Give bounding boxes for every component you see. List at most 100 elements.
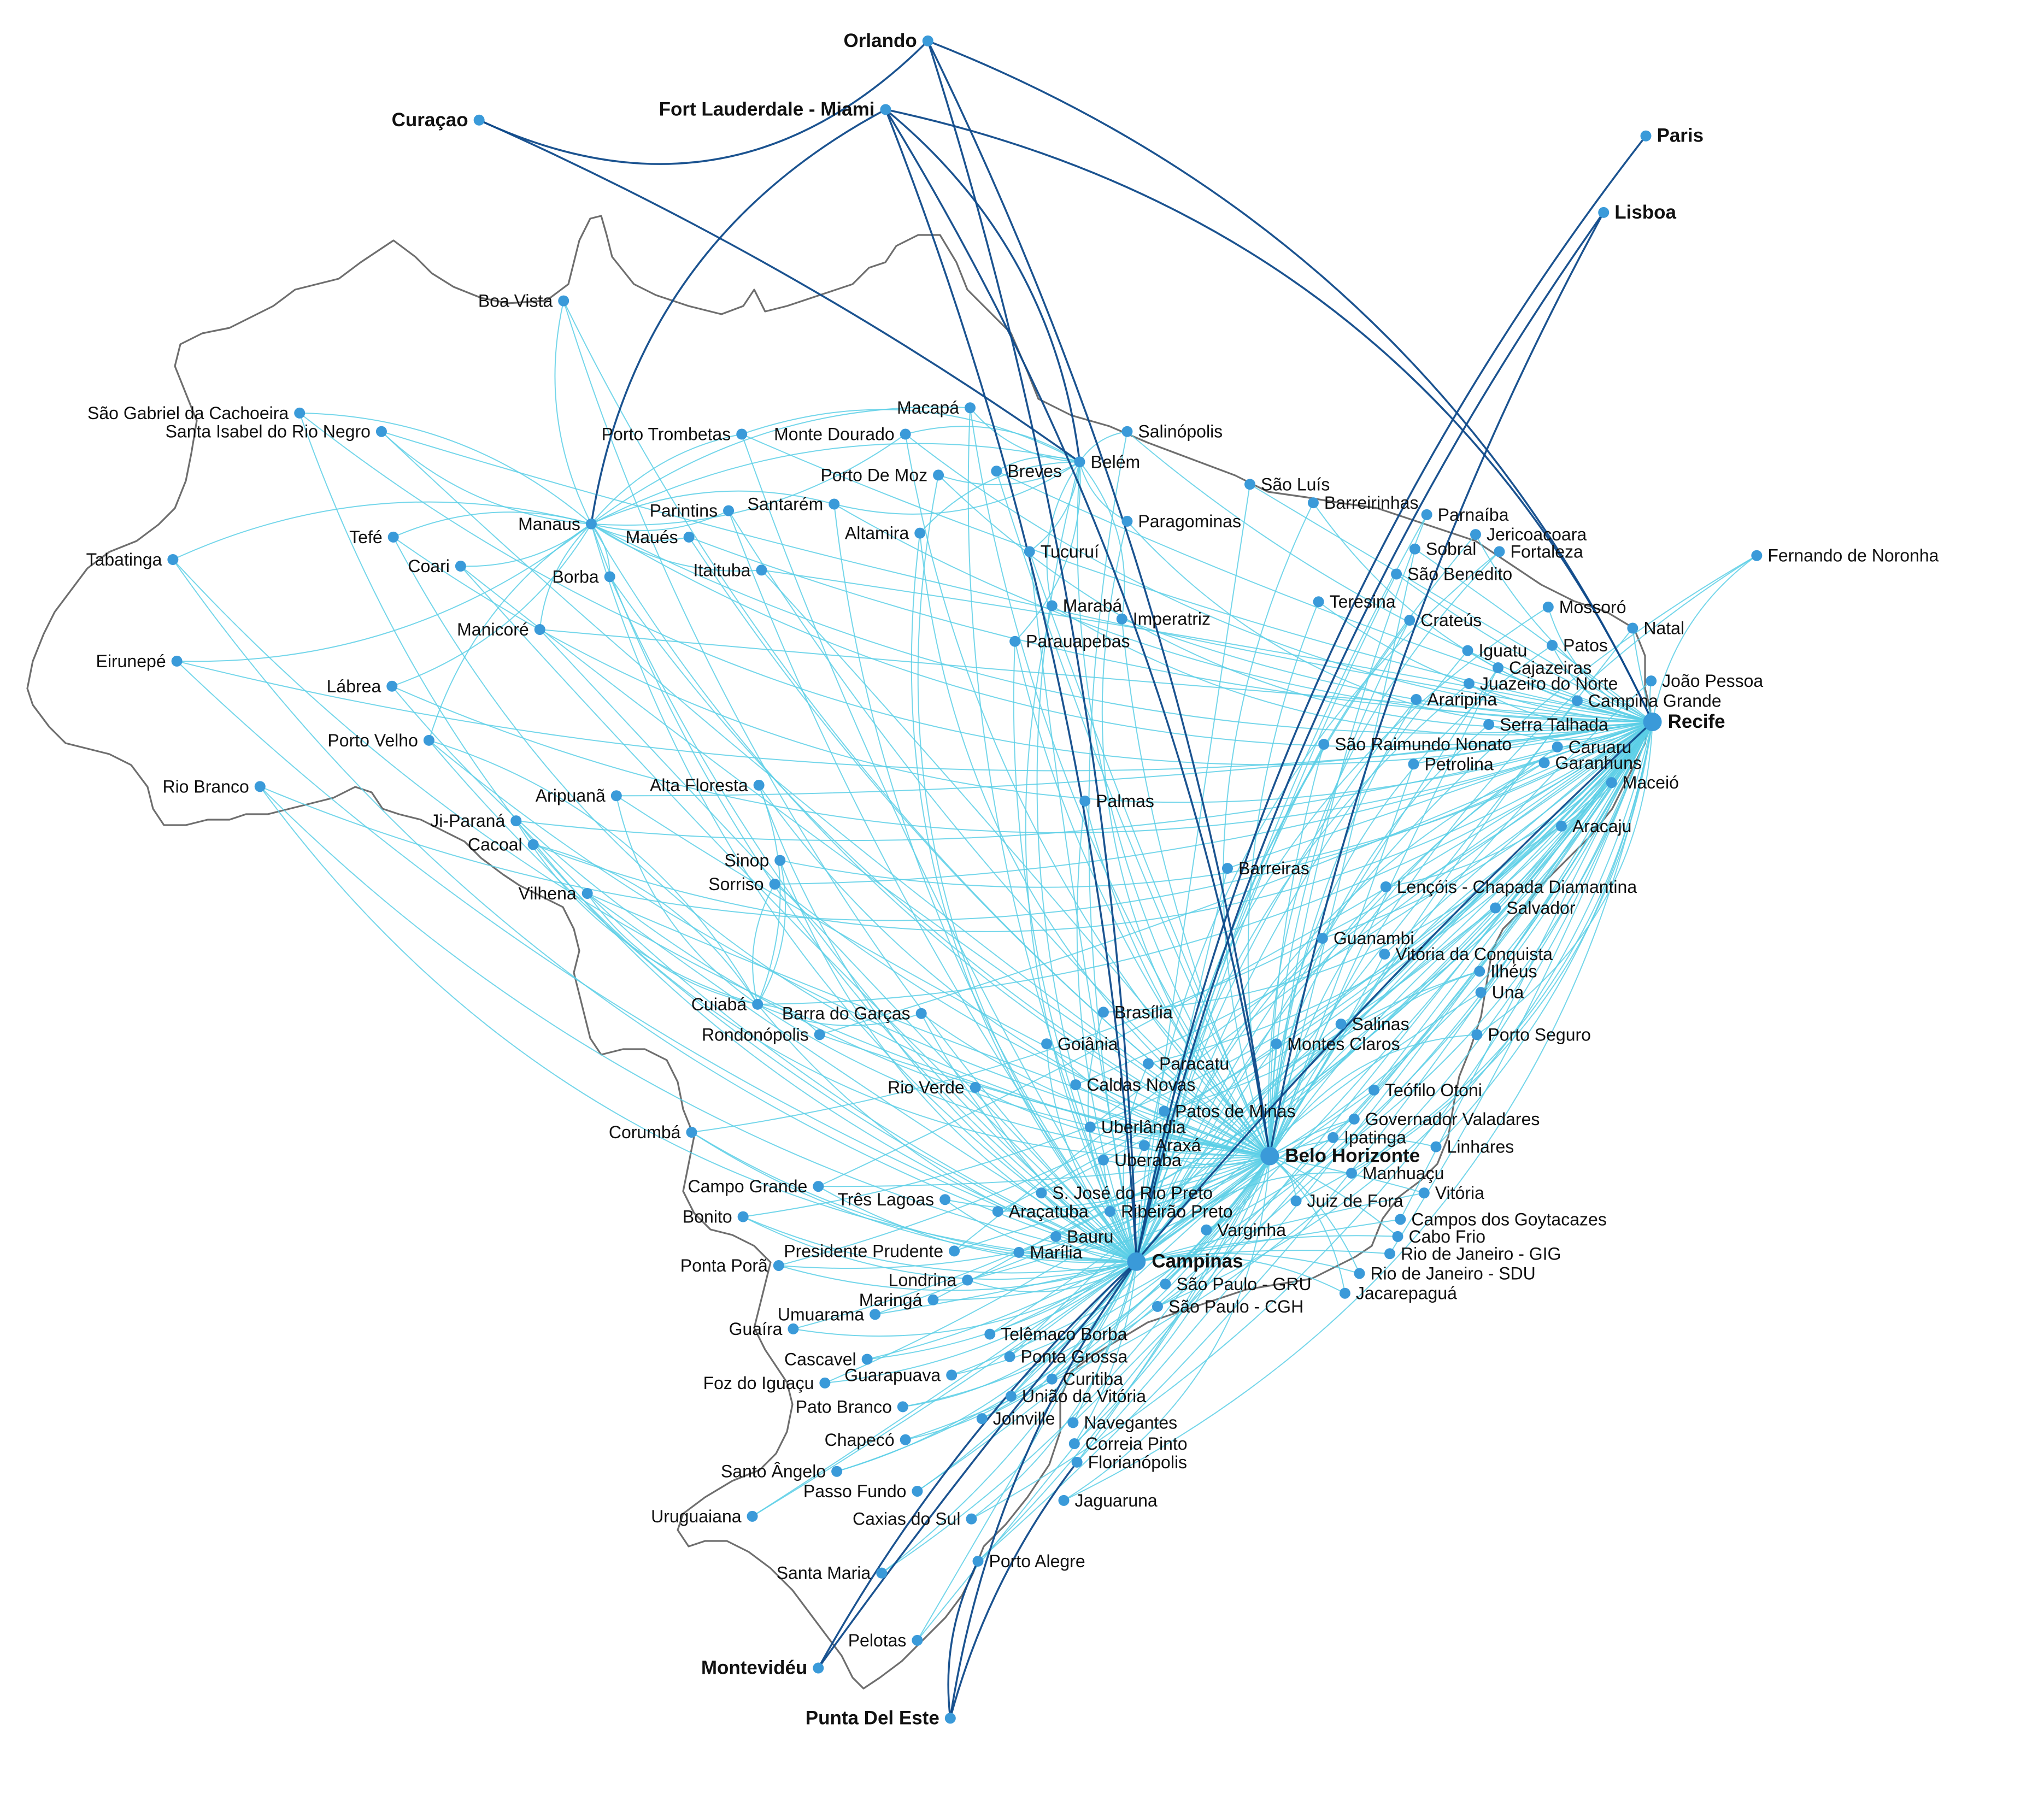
city-label-ilheus: Ilhéus xyxy=(1490,961,1537,981)
route-caxias-do-sul-recife xyxy=(971,721,1653,1520)
city-label-tucurui: Tucuruí xyxy=(1041,542,1099,561)
route-ji-parana-recife xyxy=(516,721,1653,842)
route-vitoria-da-conquista-belo-horizonte xyxy=(1269,954,1385,1157)
route-ipatinga-campinas xyxy=(1136,1137,1334,1262)
city-label-araripina: Araripina xyxy=(1427,690,1497,709)
route-itaituba-recife xyxy=(761,569,1653,722)
city-marker-tabatinga xyxy=(167,554,179,565)
route-ji-parana-campinas xyxy=(515,820,1137,1262)
city-marker-joinville xyxy=(976,1413,988,1425)
city-label-bonito: Bonito xyxy=(683,1207,732,1227)
city-label-natal: Natal xyxy=(1643,619,1684,638)
city-marker-breves xyxy=(991,466,1002,477)
city-marker-santarem xyxy=(829,498,840,510)
city-marker-governador-valadares xyxy=(1348,1113,1360,1125)
route-salinopolis-recife xyxy=(1126,431,1653,722)
route-belem-santarem xyxy=(834,461,1080,515)
city-label-parintins: Parintins xyxy=(650,501,718,521)
city-label-palmas: Palmas xyxy=(1096,791,1154,811)
route-cuiaba-alta-floresta xyxy=(757,785,781,1005)
route-cuiaba-vilhena xyxy=(586,893,758,1005)
city-label-montes-claros: Montes Claros xyxy=(1287,1034,1400,1054)
city-label-tabatinga: Tabatinga xyxy=(86,550,162,569)
city-label-rondonopolis: Rondonópolis xyxy=(702,1025,809,1044)
city-label-boa-vista: Boa Vista xyxy=(478,291,553,311)
route-santa-isabel-do-rio-negro-belo-horizonte xyxy=(381,431,1270,1157)
route-linhares-belo-horizonte xyxy=(1269,1138,1436,1157)
route-maues-recife xyxy=(689,536,1653,723)
route-rondonopolis-belo-horizonte xyxy=(819,1034,1270,1157)
city-label-salinopolis: Salinópolis xyxy=(1138,422,1223,442)
city-marker-una xyxy=(1475,987,1487,998)
city-marker-presidente-prudente xyxy=(949,1245,960,1257)
city-label-ponta-grossa: Ponta Grossa xyxy=(1020,1347,1127,1367)
city-label-maraba: Marabá xyxy=(1063,596,1123,615)
city-marker-porto-de-moz xyxy=(933,469,944,481)
city-label-londrina: Londrina xyxy=(889,1270,957,1290)
city-label-aracatuba: Araçatuba xyxy=(1009,1202,1089,1221)
city-label-porto-seguro: Porto Seguro xyxy=(1488,1025,1591,1044)
city-label-aripuana: Aripuanã xyxy=(536,786,606,805)
city-label-coari: Coari xyxy=(408,556,449,576)
route-manaus-tabatinga xyxy=(172,501,592,560)
city-marker-sao-paulo-gru xyxy=(1160,1278,1171,1290)
city-marker-palmas xyxy=(1079,795,1091,807)
city-label-santo-angelo: Santo Ângelo xyxy=(721,1462,826,1481)
city-label-una: Una xyxy=(1492,983,1524,1002)
route-santa-isabel-do-rio-negro-recife xyxy=(381,431,1653,722)
route-miami-bh xyxy=(884,109,1271,1156)
route-pato-branco-belo-horizonte xyxy=(902,1156,1271,1408)
city-label-porto-alegre: Porto Alegre xyxy=(989,1551,1085,1571)
city-marker-chapeco xyxy=(900,1434,911,1445)
route-patos-recife xyxy=(1552,645,1653,722)
route-navegantes-campinas xyxy=(1072,1261,1137,1423)
city-label-alta-floresta: Alta Floresta xyxy=(650,775,748,795)
route-sao-luis-campinas xyxy=(1136,484,1250,1262)
city-marker-ipatinga xyxy=(1328,1132,1339,1143)
city-label-belo-horizonte: Belo Horizonte xyxy=(1285,1145,1420,1167)
route-noronha-recife xyxy=(1652,555,1757,722)
city-marker-monte-dourado xyxy=(900,428,911,440)
route-sao-paulo-cgh-belo-horizonte xyxy=(1157,1156,1271,1307)
route-porto-seguro-recife xyxy=(1476,721,1653,1036)
city-marker-borba xyxy=(604,571,615,583)
city-label-manaus: Manaus xyxy=(518,514,580,534)
city-label-lisboa: Lisboa xyxy=(1614,202,1676,223)
city-marker-campina-grande xyxy=(1571,695,1583,707)
city-label-navegantes: Navegantes xyxy=(1084,1413,1177,1432)
city-label-marilia: Marília xyxy=(1030,1243,1082,1262)
route-cuiaba-aripuana xyxy=(615,796,758,1005)
route-porto-de-moz-campinas xyxy=(917,475,1137,1262)
city-marker-sao-luis xyxy=(1244,479,1256,490)
city-marker-rondonopolis xyxy=(814,1029,825,1040)
city-label-rio-verde: Rio Verde xyxy=(888,1078,965,1097)
city-label-barra-do-garcas: Barra do Garças xyxy=(782,1004,911,1023)
route-parintins-belo-horizonte xyxy=(728,510,1270,1157)
city-label-s-jose-do-rio-preto: S. José do Rio Preto xyxy=(1052,1183,1212,1203)
city-label-altamira: Altamira xyxy=(845,523,909,543)
city-label-sao-paulo-cgh: São Paulo - CGH xyxy=(1168,1297,1303,1316)
city-marker-santa-maria xyxy=(876,1567,888,1579)
city-label-ponta-pora: Ponta Porã xyxy=(680,1256,768,1275)
route-maraba-campinas xyxy=(1025,605,1137,1262)
city-marker-cuiaba xyxy=(752,998,763,1010)
city-label-joinville: Joinville xyxy=(993,1409,1055,1428)
city-marker-mossoro xyxy=(1542,601,1554,613)
city-marker-sao-raimundo-nonato xyxy=(1318,739,1330,750)
city-label-maues: Maués xyxy=(626,527,678,547)
route-manaus-santa-isabel-do-rio-negro xyxy=(381,431,591,525)
route-macapa-campinas xyxy=(967,408,1137,1262)
route-paragominas-recife xyxy=(1126,521,1653,727)
route-corumba-campinas xyxy=(691,1132,1137,1262)
route-manaus-campinas xyxy=(590,523,1137,1262)
route-brasilia-recife xyxy=(1103,721,1653,1013)
city-marker-telemaco-borba xyxy=(984,1328,996,1340)
route-bauru-campinas xyxy=(1055,1236,1137,1262)
route-rio-de-janeiro-sdu-belo-horizonte xyxy=(1269,1155,1360,1274)
route-cuiaba-barra-do-garcas xyxy=(757,1003,921,1026)
city-marker-parnaiba xyxy=(1421,509,1432,520)
route-imperatriz-recife xyxy=(1121,618,1653,723)
route-corumba-recife xyxy=(691,721,1653,1133)
route-bonito-campinas xyxy=(743,1216,1137,1274)
city-marker-ponta-grossa xyxy=(1004,1351,1015,1362)
